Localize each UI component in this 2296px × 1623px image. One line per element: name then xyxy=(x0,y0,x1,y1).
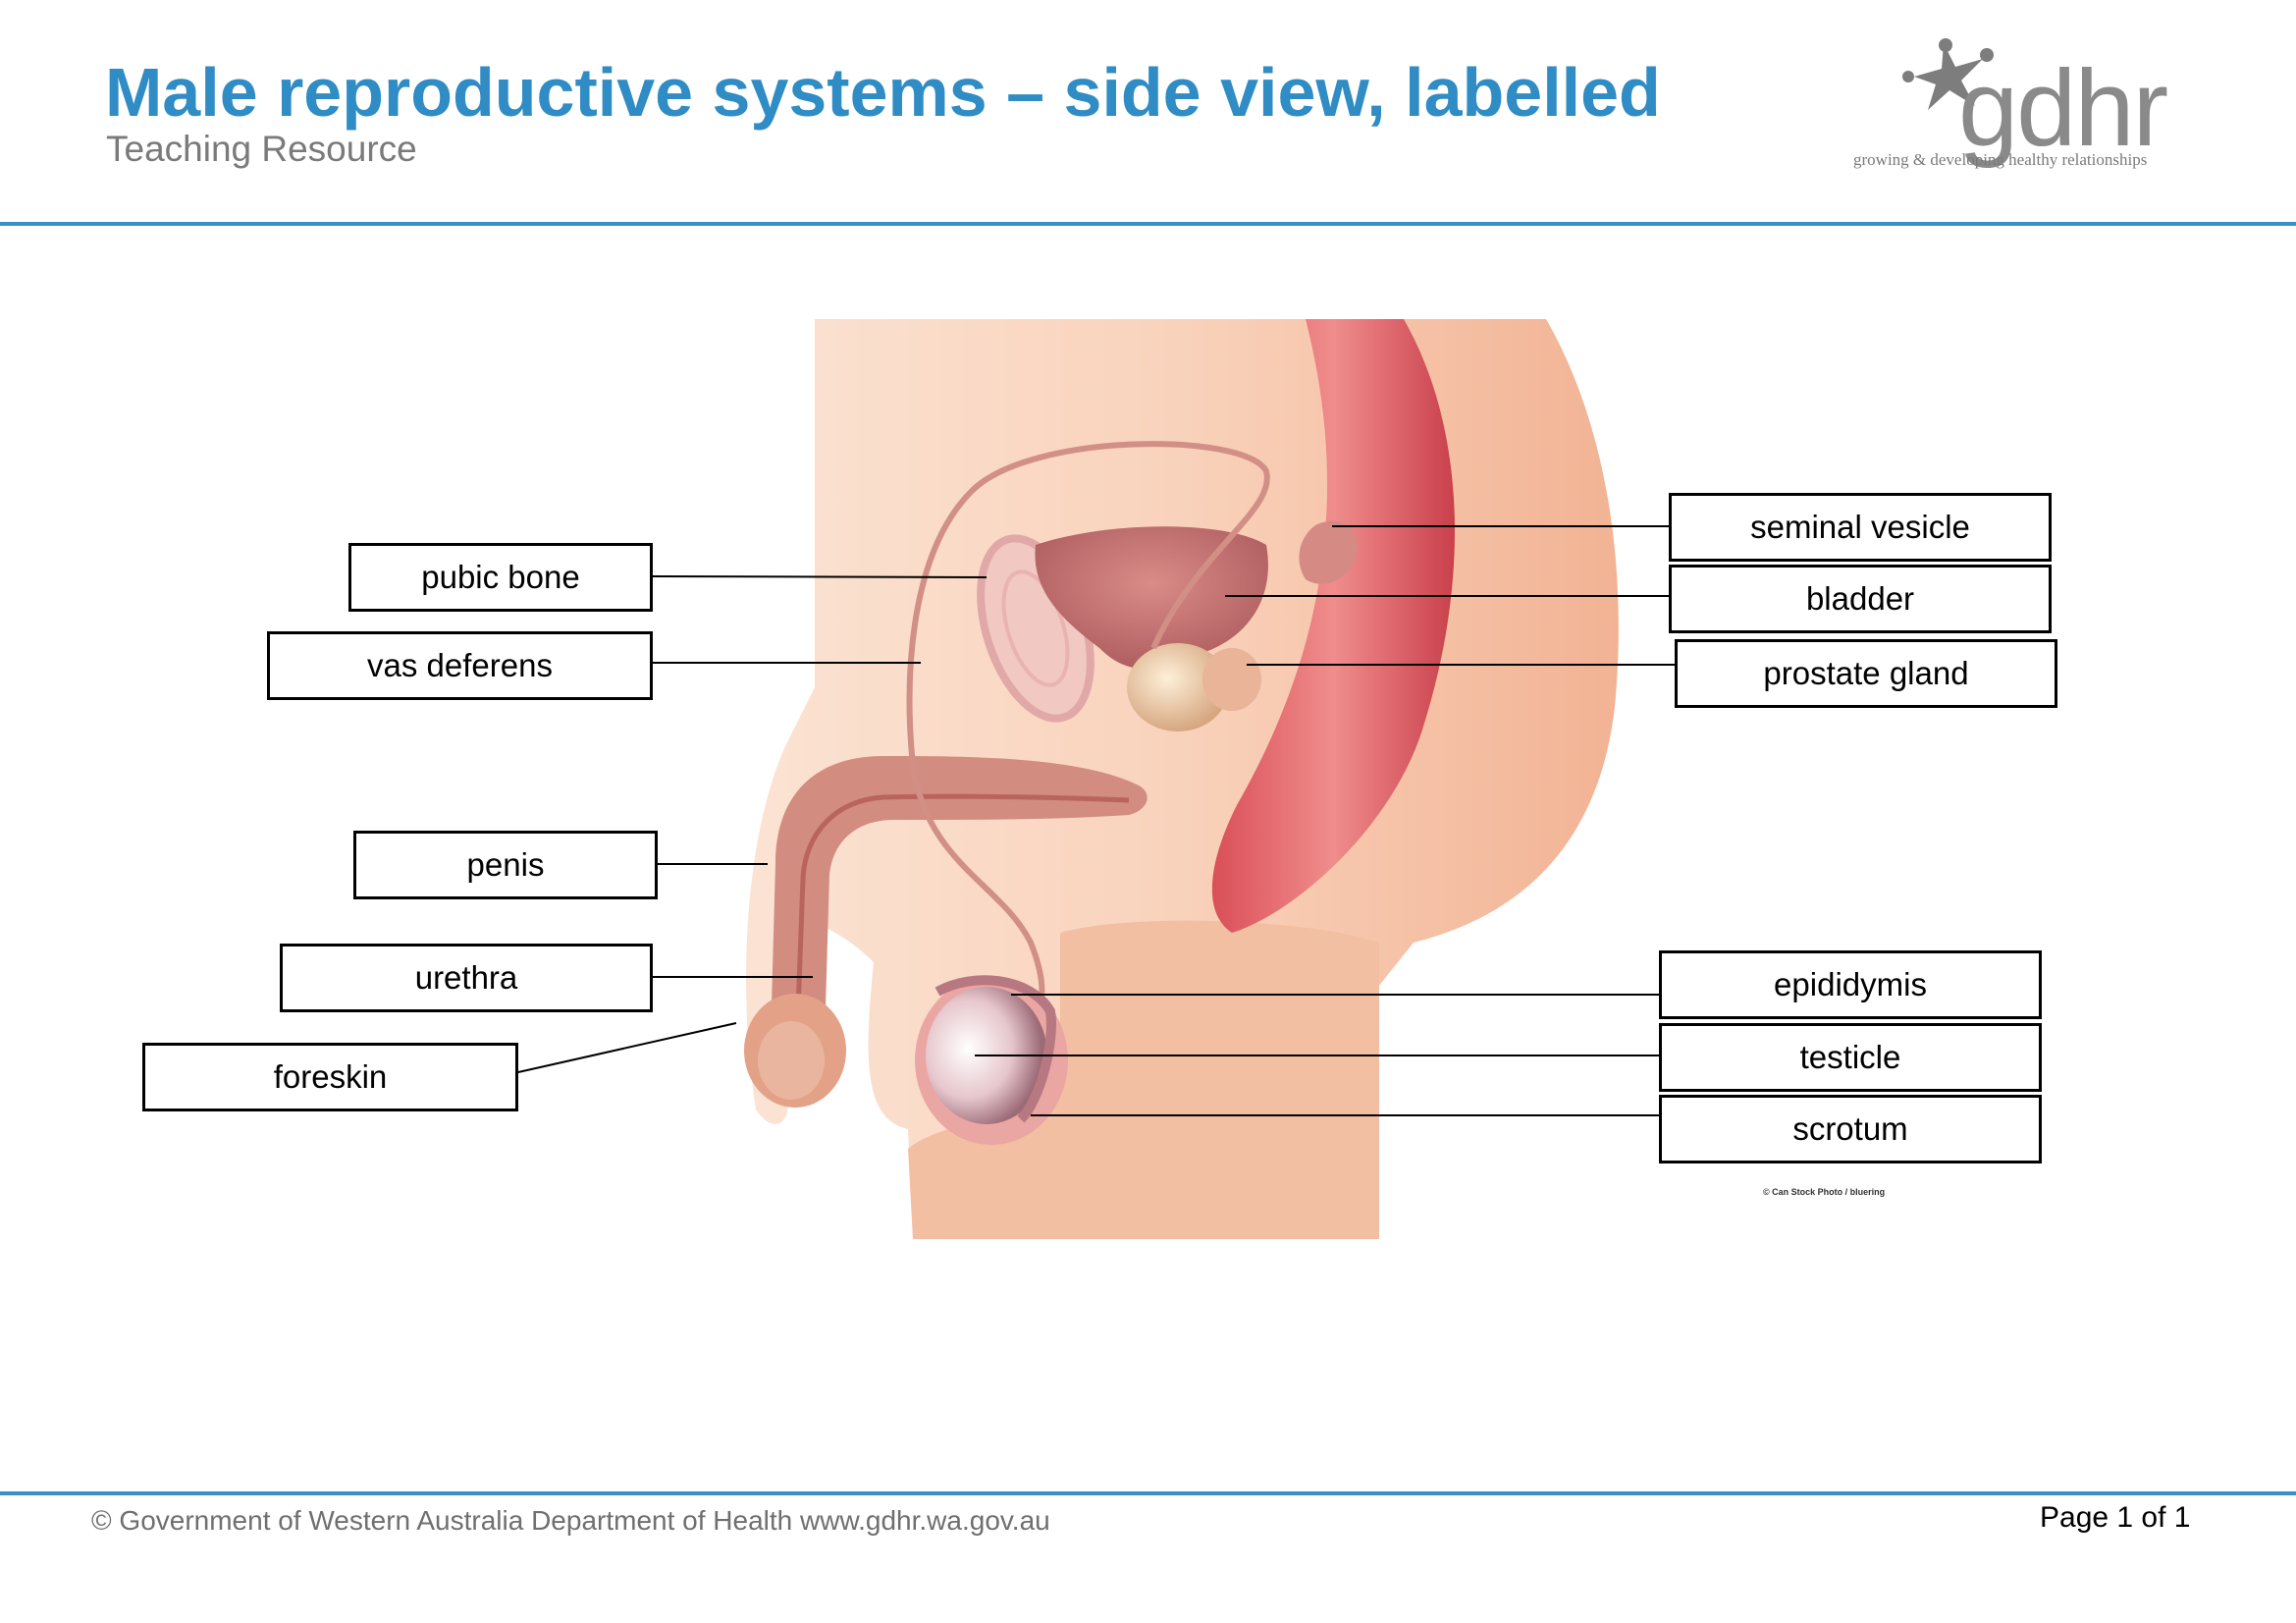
label-testicle: testicle xyxy=(1659,1023,2042,1092)
label-prostate-gland: prostate gland xyxy=(1675,639,2057,708)
logo-wordmark: gdhr xyxy=(1958,48,2168,169)
epididymis-shape xyxy=(934,975,1056,1123)
label-vas-deferens: vas deferens xyxy=(267,631,653,700)
label-bladder: bladder xyxy=(1669,565,2052,633)
header-rule xyxy=(0,222,2296,226)
logo-tagline: growing & developing healthy relationshi… xyxy=(1853,150,2148,169)
footer-rule xyxy=(0,1491,2296,1495)
rectum-shape xyxy=(1211,319,1456,933)
label-foreskin: foreskin xyxy=(142,1043,518,1111)
gdhr-logo[interactable]: gdhr growing & developing healthy relati… xyxy=(1845,37,2199,185)
label-penis: penis xyxy=(353,831,658,899)
page-title: Male reproductive systems – side view, l… xyxy=(105,54,1661,131)
seminal-vesicle-shape xyxy=(1299,520,1358,584)
prostate-shape xyxy=(1127,643,1229,731)
page-number: Page 1 of 1 xyxy=(2040,1501,2191,1534)
footer-copyright: © Government of Western Australia Depart… xyxy=(91,1505,1050,1536)
thigh xyxy=(908,920,1379,1239)
label-seminal-vesicle: seminal vesicle xyxy=(1669,493,2052,562)
photo-credit: © Can Stock Photo / bluering xyxy=(1763,1187,1886,1197)
leader-lines xyxy=(517,525,1675,1116)
label-urethra: urethra xyxy=(280,944,653,1012)
star-people-icon xyxy=(1902,38,1994,110)
vas-deferens-path xyxy=(906,441,1270,1024)
label-scrotum: scrotum xyxy=(1659,1095,2042,1163)
page-subtitle: Teaching Resource xyxy=(106,129,417,169)
label-pubic-bone: pubic bone xyxy=(348,543,653,612)
label-epididymis: epididymis xyxy=(1659,950,2042,1019)
